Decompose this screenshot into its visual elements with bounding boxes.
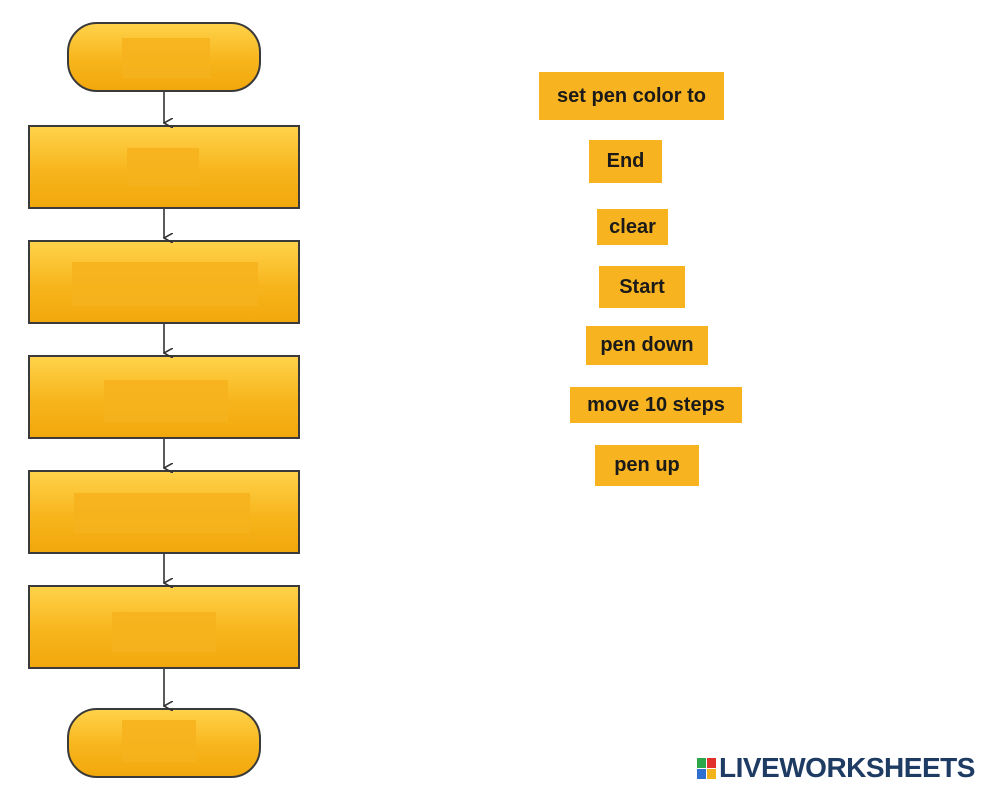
chip-move-10-steps[interactable]: move 10 steps (570, 387, 742, 423)
process-1-drop-zone[interactable] (127, 148, 199, 186)
logo-square-yellow (707, 768, 716, 779)
chip-clear[interactable]: clear (597, 209, 668, 245)
liveworksheets-logo: LIVEWORKSHEETS (697, 752, 975, 784)
process-3-drop-zone[interactable] (104, 380, 228, 422)
end-drop-zone[interactable] (122, 720, 196, 762)
chip-set-pen-color[interactable]: set pen color to (539, 72, 724, 120)
process-2-drop-zone[interactable] (72, 262, 258, 306)
process-4-drop-zone[interactable] (74, 493, 250, 533)
logo-mark-icon (697, 757, 716, 779)
chip-pen-up[interactable]: pen up (595, 445, 699, 486)
logo-square-green (697, 757, 706, 768)
logo-text: LIVEWORKSHEETS (719, 752, 975, 783)
logo-square-blue (697, 768, 706, 779)
start-drop-zone[interactable] (122, 38, 210, 78)
logo-square-red (707, 757, 716, 768)
chip-start[interactable]: Start (599, 266, 685, 308)
chip-pen-down[interactable]: pen down (586, 326, 708, 365)
process-5-drop-zone[interactable] (112, 612, 216, 652)
chip-end[interactable]: End (589, 140, 662, 183)
